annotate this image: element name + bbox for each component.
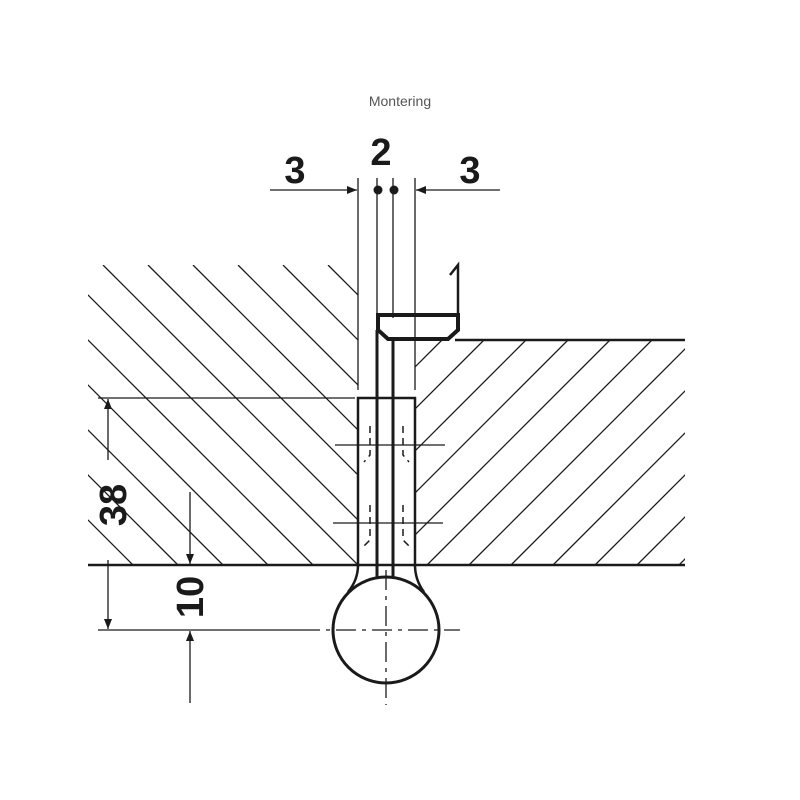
hatch-line — [594, 340, 685, 565]
hatch-line — [88, 265, 89, 565]
hatch-line — [88, 265, 269, 565]
side-dimensions — [98, 397, 355, 703]
hatch-line — [237, 265, 358, 565]
hinge-sleeve — [356, 396, 417, 567]
hatch-line — [415, 340, 611, 565]
hatch-line — [463, 265, 763, 565]
dimension-left-gap: 3 — [284, 150, 305, 192]
hatch-line — [468, 340, 685, 565]
hatch-line — [426, 340, 653, 565]
hatch-line — [282, 265, 358, 565]
dimension-offset: 10 — [170, 576, 212, 618]
hatch-line — [373, 265, 673, 565]
hatch-line — [192, 265, 358, 565]
door-hatching — [415, 340, 800, 565]
drawing-title: Montering — [368, 93, 432, 109]
frame-hatching — [88, 265, 763, 565]
hinge-flange — [376, 313, 460, 341]
hatch-line — [510, 340, 685, 565]
dimension-dot — [389, 185, 399, 195]
hatch-line — [415, 340, 485, 565]
hatch-line — [147, 265, 358, 565]
dimension-depth: 38 — [93, 484, 135, 526]
dimension-right-gap: 3 — [459, 150, 480, 192]
hatch-line — [88, 265, 314, 565]
hatch-line — [88, 265, 224, 565]
hatch-line — [415, 340, 569, 565]
dimension-pin-width: 2 — [370, 132, 391, 174]
hatch-line — [552, 340, 685, 565]
dimension-dot — [373, 185, 383, 195]
top-dimensions — [270, 178, 500, 390]
hatch-line — [636, 340, 685, 565]
block-outlines — [88, 338, 685, 567]
hatch-line — [88, 265, 179, 565]
hinge — [300, 261, 460, 705]
hatch-line — [88, 265, 358, 565]
hatch-line — [721, 340, 800, 565]
hatch-line — [678, 340, 685, 565]
hatch-line — [415, 340, 527, 565]
hatch-line — [102, 265, 358, 565]
hatch-line — [418, 265, 718, 565]
hatch-line — [763, 340, 800, 565]
